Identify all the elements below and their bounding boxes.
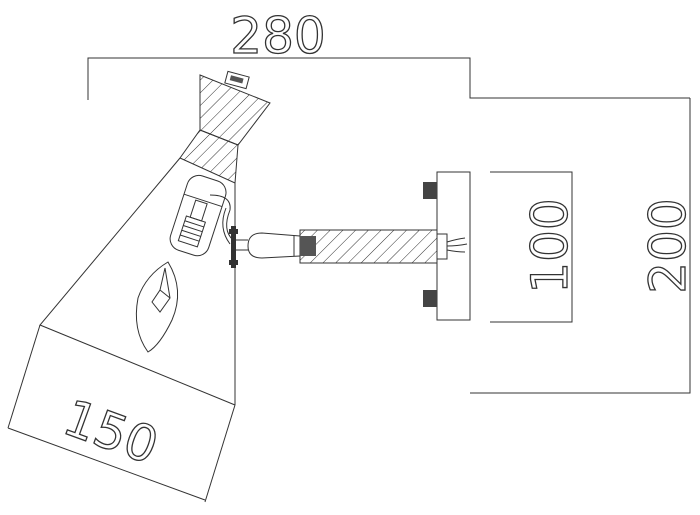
arm-tube <box>247 229 438 264</box>
bracket <box>209 183 248 405</box>
screw-bottom-icon <box>423 290 437 307</box>
dimension-width: 280 <box>87 6 690 100</box>
bulb-icon <box>135 261 179 353</box>
dimension-height-label: 200 <box>639 198 697 293</box>
dimension-plate: 100 <box>490 171 580 323</box>
dimension-plate-label: 100 <box>521 198 579 293</box>
screw-top-icon <box>423 182 437 199</box>
shade-cone: 150 <box>7 157 236 503</box>
lamp-holder <box>169 174 227 257</box>
dimension-width-label: 280 <box>230 7 325 65</box>
shade-head <box>179 70 271 184</box>
dimension-shade-label: 150 <box>56 388 166 475</box>
dimension-height: 200 <box>470 98 698 394</box>
wall-plate <box>423 171 471 321</box>
